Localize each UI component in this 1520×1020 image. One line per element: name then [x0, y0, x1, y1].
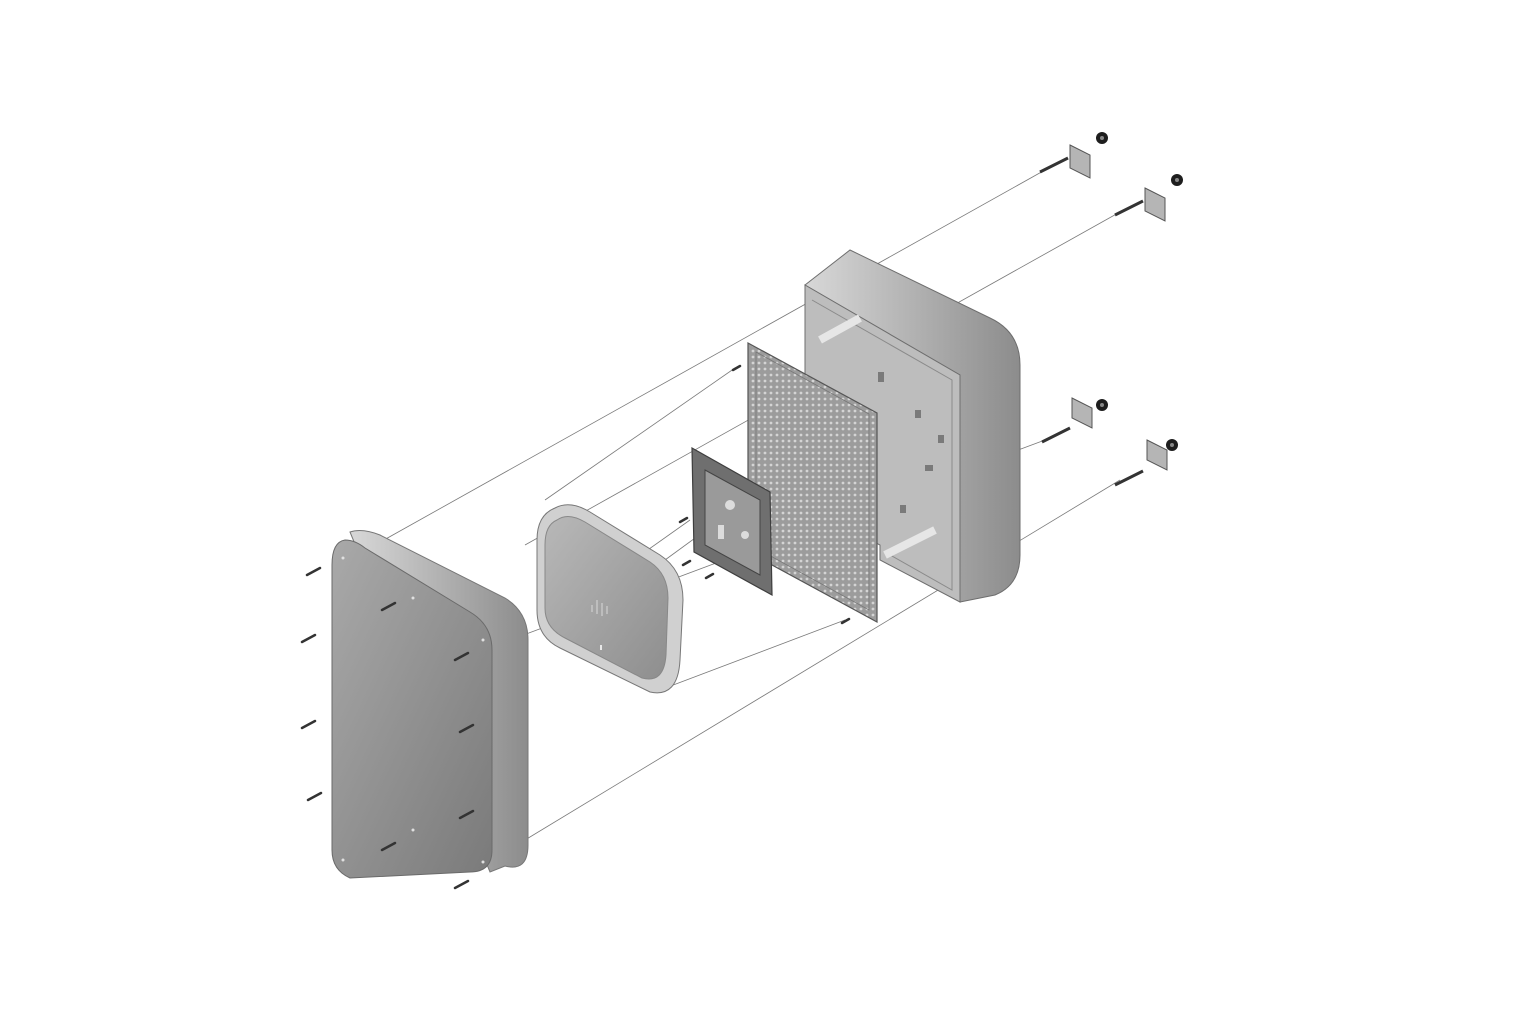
front-cover [331, 530, 529, 879]
screw [305, 566, 322, 577]
screw [731, 364, 742, 372]
screw [300, 719, 317, 730]
brand-logo [591, 600, 608, 616]
screw [704, 572, 715, 580]
screw [453, 651, 470, 662]
screw [681, 559, 692, 567]
mounting-bracket [691, 446, 773, 597]
screw [306, 791, 323, 802]
box-mounting-holes [878, 372, 944, 513]
screws [300, 364, 851, 890]
wall-mount-clip [1114, 174, 1183, 222]
status-led [600, 645, 602, 650]
cover-screw-holes [341, 556, 485, 864]
screw [380, 841, 397, 852]
wall-mount-clip [1041, 397, 1108, 444]
access-point [536, 504, 684, 694]
screw [300, 633, 317, 644]
screw [458, 809, 475, 820]
screw [840, 617, 851, 625]
screw [380, 601, 397, 612]
wall-mount-clip [1039, 132, 1108, 179]
screw [453, 879, 470, 890]
wall-mount-clip [1114, 439, 1178, 487]
screw [458, 723, 475, 734]
screw [678, 516, 689, 524]
